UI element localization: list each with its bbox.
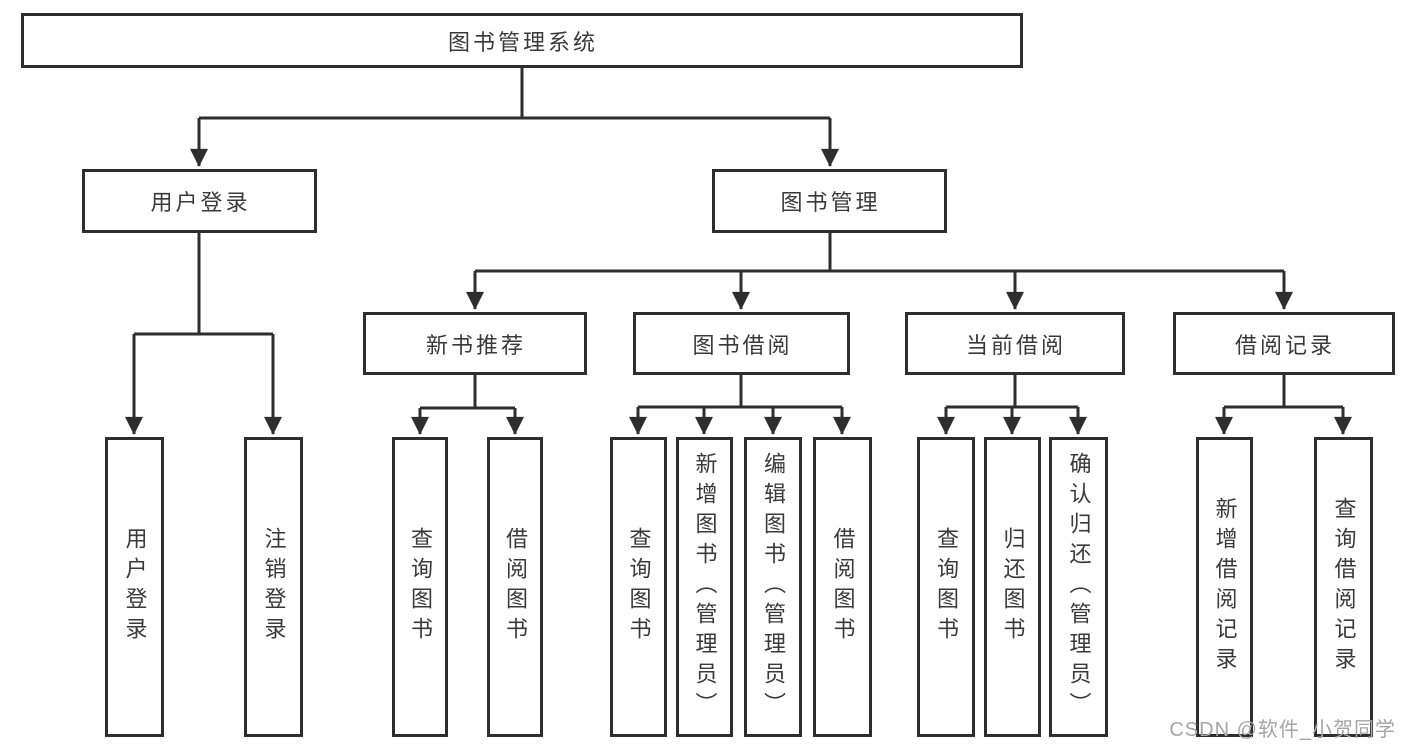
node-label: 图书管理 bbox=[780, 190, 881, 215]
leaf-label: 查询图书 bbox=[408, 527, 433, 647]
leaf-edit-books-admin: 编辑图书（管理员） bbox=[744, 437, 802, 737]
node-book-management: 图书管理 bbox=[712, 169, 947, 233]
node-current-borrow: 当前借阅 bbox=[905, 312, 1125, 375]
leaf-label: 新增借阅记录 bbox=[1212, 497, 1238, 677]
leaf-user-login: 用户登录 bbox=[105, 437, 164, 737]
leaf-label: 查询借阅记录 bbox=[1331, 497, 1357, 677]
leaf-label: 注销登录 bbox=[261, 527, 287, 647]
leaf-add-books-admin: 新增图书（管理员） bbox=[676, 437, 733, 737]
leaf-add-borrow-record: 新增借阅记录 bbox=[1196, 437, 1253, 737]
node-label: 用户登录 bbox=[150, 190, 251, 215]
leaf-logout: 注销登录 bbox=[244, 437, 303, 737]
csdn-watermark: CSDN @软件_小贺同学 bbox=[1169, 719, 1396, 741]
leaf-query-borrow-record: 查询借阅记录 bbox=[1314, 437, 1373, 737]
leaf-query-books-recommend: 查询图书 bbox=[392, 437, 448, 737]
leaf-confirm-return-admin: 确认归还（管理员） bbox=[1049, 437, 1108, 737]
leaf-label: 新增图书（管理员） bbox=[692, 452, 718, 722]
leaf-label: 查询图书 bbox=[934, 527, 959, 647]
node-library-management-system: 图书管理系统 bbox=[21, 13, 1023, 68]
node-borrow-records: 借阅记录 bbox=[1173, 312, 1395, 375]
leaf-label: 确认归还（管理员） bbox=[1066, 452, 1092, 722]
leaf-return-books: 归还图书 bbox=[984, 437, 1041, 737]
leaf-borrow-books-recommend: 借阅图书 bbox=[487, 437, 543, 737]
leaf-label: 借阅图书 bbox=[503, 527, 528, 647]
node-label: 图书管理系统 bbox=[447, 29, 598, 55]
leaf-label: 查询图书 bbox=[626, 527, 652, 647]
leaf-label: 借阅图书 bbox=[830, 527, 856, 647]
node-book-borrow: 图书借阅 bbox=[633, 312, 850, 375]
leaf-label: 编辑图书（管理员） bbox=[761, 452, 786, 722]
leaf-query-books-borrow: 查询图书 bbox=[610, 437, 667, 737]
node-label: 当前借阅 bbox=[965, 332, 1066, 358]
node-label: 借阅记录 bbox=[1234, 332, 1335, 358]
node-user-login: 用户登录 bbox=[82, 169, 317, 233]
node-label: 新书推荐 bbox=[425, 332, 526, 358]
leaf-label: 用户登录 bbox=[122, 527, 148, 647]
node-new-book-recommend: 新书推荐 bbox=[363, 312, 587, 375]
leaf-label: 归还图书 bbox=[1000, 527, 1026, 647]
leaf-borrow-books: 借阅图书 bbox=[813, 437, 872, 737]
leaf-query-books-current: 查询图书 bbox=[917, 437, 975, 737]
node-label: 图书借阅 bbox=[692, 332, 793, 358]
